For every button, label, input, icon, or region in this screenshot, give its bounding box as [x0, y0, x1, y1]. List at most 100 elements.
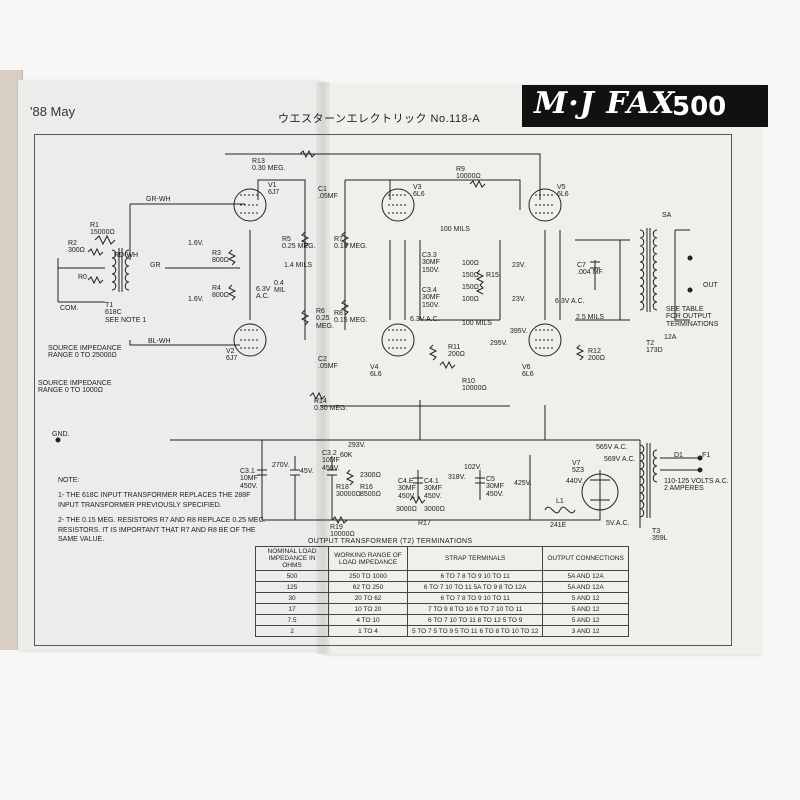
table-cell: 250 TO 1000	[328, 570, 408, 582]
wire	[225, 153, 541, 200]
label-241e: 241E	[550, 522, 567, 529]
tube-v1	[233, 188, 267, 222]
label-23v-a: 23V.	[512, 262, 526, 269]
resistor-r10	[439, 360, 456, 370]
table-cell: 7 TO 9 8 TO 10 6 TO 7 10 TO 11	[406, 603, 544, 615]
label-270v: 270V.	[272, 462, 290, 469]
tube-v7	[581, 473, 619, 511]
label-100-mils-a: 100 MILS	[440, 226, 470, 233]
tube-v3	[381, 188, 415, 222]
label-440v: 440V.	[566, 478, 584, 485]
terminal-mains-a	[697, 455, 703, 461]
label-1-6v-b: 1.6V.	[188, 296, 204, 303]
resistor-r3	[227, 249, 237, 266]
label-60k: 60K	[340, 452, 353, 459]
table-cell: 2	[255, 625, 329, 637]
power-transformer-t3	[639, 443, 658, 518]
table-cell: 30	[255, 592, 329, 604]
table-header: NOMINAL LOAD IMPEDANCE IN OHMS	[255, 546, 329, 571]
terminal-out-b	[687, 287, 693, 293]
table-cell: 500	[255, 570, 329, 582]
tube-v4	[381, 323, 415, 357]
label-r17: R17	[418, 520, 431, 527]
tube-v2	[233, 323, 267, 357]
label-12a: 12A	[664, 334, 677, 341]
table-header: STRAP TERMINALS	[406, 546, 544, 571]
notes-heading: NOTE:	[58, 477, 80, 484]
table-cell: 5 AND 12	[542, 614, 629, 626]
table-cell: 5 TO 7 5 TO 9 5 TO 11 6 TO 8 TO 10 TO 12	[406, 625, 544, 637]
table-cell: 3 AND 12	[542, 625, 629, 637]
label-100-mils-b: 100 MILS	[462, 320, 492, 327]
resistor-r15	[475, 269, 485, 295]
label-2300-ohm: 2300Ω	[360, 472, 381, 479]
schematic-notes: NOTE: 1- THE 618C INPUT TRANSFORMER REPL…	[58, 476, 268, 551]
schematic-frame	[34, 134, 732, 646]
resistor-r9	[469, 179, 486, 189]
note-1: 1- THE 618C INPUT TRANSFORMER REPLACES T…	[58, 492, 251, 509]
label-bl-wh: BL-WH	[148, 338, 171, 345]
brand-bar	[522, 85, 768, 127]
label-gnd: GND.	[52, 431, 70, 438]
label-f1: F1	[702, 452, 711, 459]
table-cell: 5A AND 12A	[542, 570, 629, 582]
brand-logo: M·J FAX	[534, 86, 676, 121]
resistor-r19	[331, 515, 348, 525]
tube-v6	[528, 323, 562, 357]
label-d1: D1	[674, 452, 683, 459]
resistor-r17	[409, 495, 426, 505]
resistor-r8	[340, 299, 350, 316]
table-cell: 10 TO 20	[328, 603, 408, 615]
tube-v5	[528, 188, 562, 222]
resistor-r6	[300, 309, 310, 326]
label-102v: 102V.	[464, 464, 482, 471]
table-cell: 62 TO 250	[328, 581, 408, 593]
label-3000-ohm-b: 3000Ω	[424, 506, 445, 513]
page-date: '88 May	[30, 104, 76, 119]
label-c1: C1.05MF	[318, 186, 338, 201]
output-transformer-t2	[639, 228, 658, 312]
table-title: OUTPUT TRANSFORMER (T2) TERMINATIONS	[308, 538, 473, 545]
label-6-3v-ac-2: 6.3V A.C.	[555, 298, 585, 305]
table-cell: 5 AND 12	[542, 603, 629, 615]
resistor-r1	[94, 234, 116, 246]
table-cell: 6 TO 7 10 TO 11 8 TO 12 5 TO 9	[406, 614, 544, 626]
book-spine	[316, 82, 330, 654]
label-r25000: R0	[78, 274, 87, 281]
label-23v-b: 23V.	[512, 296, 526, 303]
label-1-4-mils: 1.4 MILS	[284, 262, 313, 269]
table-cell: 5A AND 12A	[542, 581, 629, 593]
